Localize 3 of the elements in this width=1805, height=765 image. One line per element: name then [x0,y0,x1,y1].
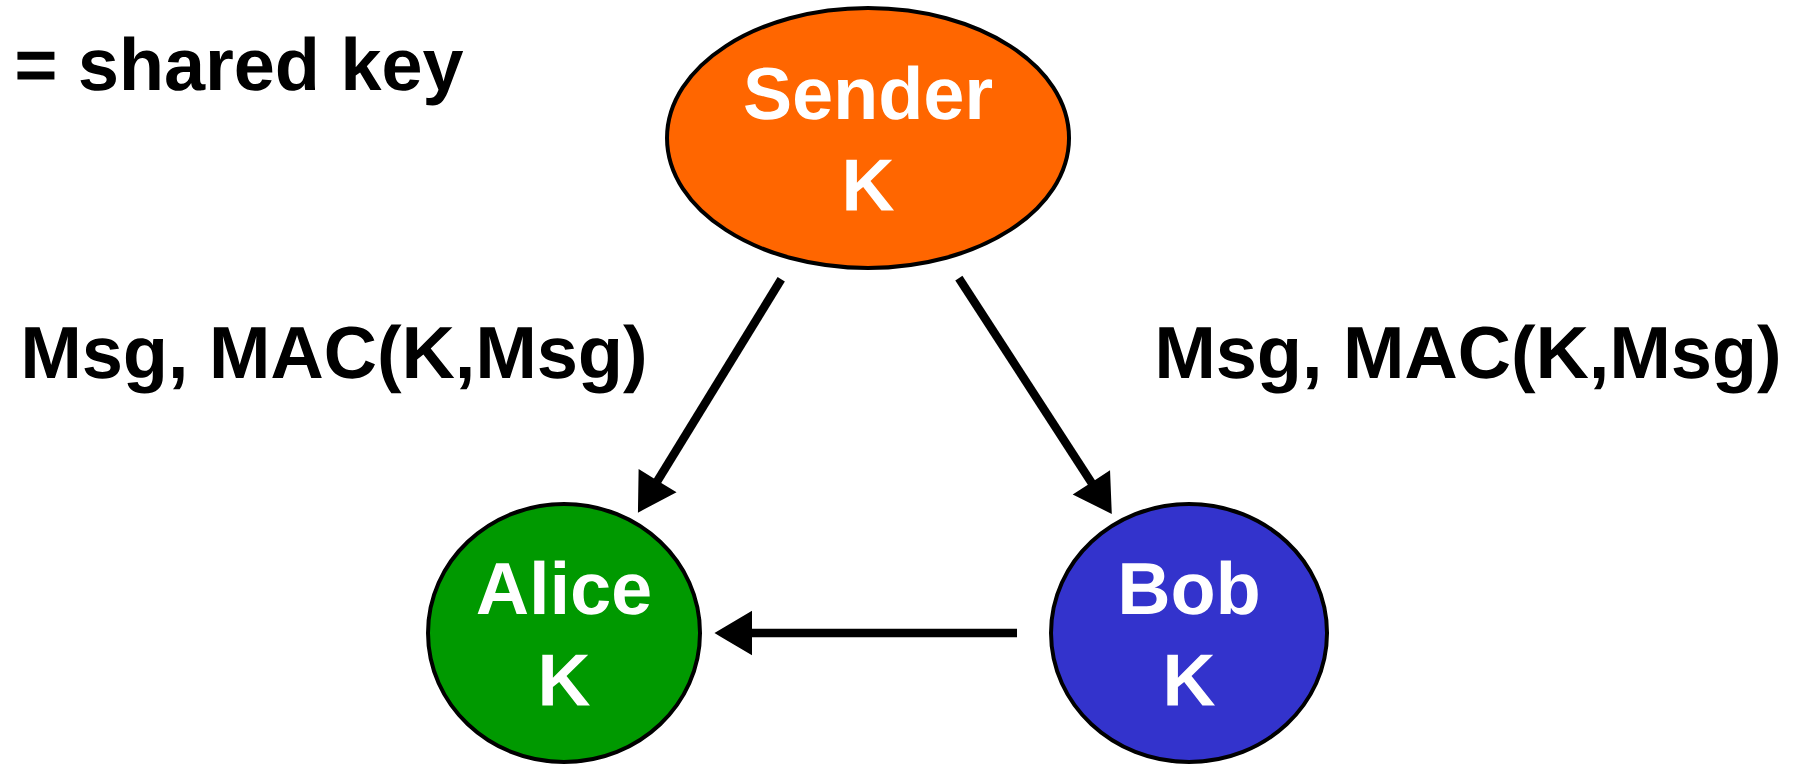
edge-label: Msg, MAC(K,Msg) [25,324,644,394]
legend-text: = shared key [17,36,464,106]
edge-label: Msg, MAC(K,Msg) [1159,324,1778,394]
